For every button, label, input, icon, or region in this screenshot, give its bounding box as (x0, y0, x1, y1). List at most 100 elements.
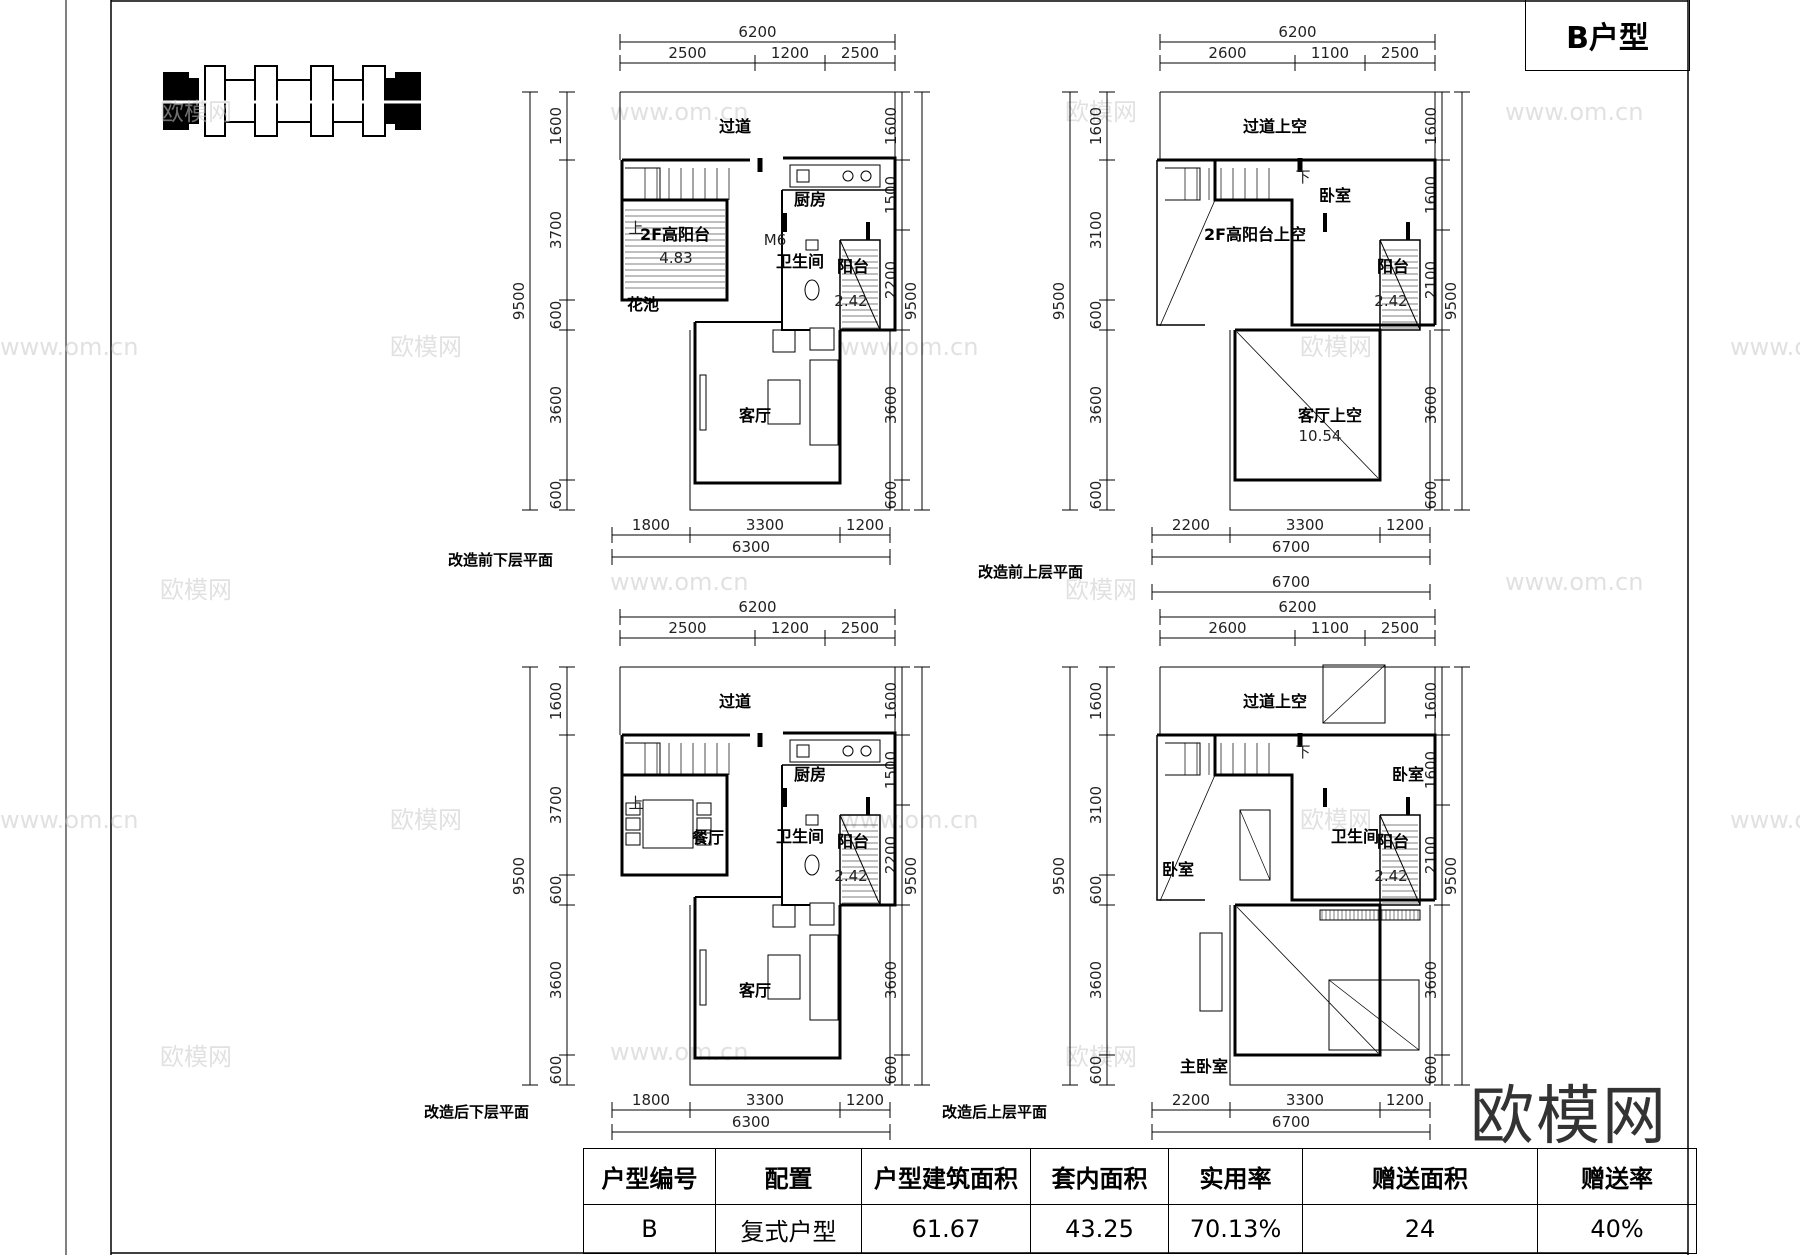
room-label-bathroom: 卫生间 (776, 252, 824, 271)
room-label-balcony: 阳台 (837, 832, 869, 851)
watermark-url: www.om.cn (0, 806, 138, 834)
room-label-master-bedroom: 主卧室 (1180, 1057, 1228, 1076)
left-dim-0: 1600 (1087, 107, 1105, 145)
top-seg-1: 1100 (1311, 44, 1349, 62)
walls (1156, 91, 1437, 511)
room-label-corridor: 过道 (719, 117, 751, 136)
top-seg-0: 2600 (1208, 44, 1246, 62)
left-dim-2: 600 (547, 301, 565, 330)
left-dim-4: 600 (547, 1056, 565, 1085)
bottom-seg-2: 1200 (846, 1091, 884, 1109)
watermark-text: 欧模网 (390, 333, 462, 361)
room-label-bedroom: 卧室 (1319, 186, 1351, 205)
void-diagonals (1159, 774, 1379, 1054)
header-interior-area: 套内面积 (1030, 1148, 1169, 1205)
watermark-url: www.om.cn (610, 568, 748, 596)
left-dim-3: 3600 (547, 961, 565, 999)
watermark-url: www.om.cn (840, 333, 978, 361)
top-seg-1: 1200 (771, 44, 809, 62)
table-header-row: 户型编号 配置 户型建筑面积 套内面积 实用率 赠送面积 赠送率 (583, 1148, 1697, 1205)
room-label-living-void-area: 10.54 (1299, 427, 1342, 445)
bottom-seg-0: 2200 (1172, 1091, 1210, 1109)
watermark-text: 欧模网 (1300, 806, 1372, 834)
top-seg-1: 1100 (1311, 619, 1349, 637)
stair (625, 742, 730, 776)
room-label-bathroom: 卫生间 (1331, 827, 1379, 846)
room-label-flower-bed: 花池 (627, 295, 659, 314)
room-label-corridor-void: 过道上空 (1243, 692, 1307, 711)
header-building-area: 户型建筑面积 (861, 1148, 1031, 1205)
left-dim-2: 600 (547, 876, 565, 905)
room-label-balcony: 阳台 (1377, 257, 1409, 276)
right-dim-1: 1500 (882, 751, 900, 789)
left-total-0: 9500 (510, 857, 528, 895)
kitchen-counter (789, 164, 881, 188)
toilet (804, 239, 820, 301)
right-dim-3: 3600 (882, 386, 900, 424)
top-total-0: 6200 (1278, 23, 1316, 41)
left-dim-2: 600 (1087, 301, 1105, 330)
watermark-text: 欧模网 (390, 806, 462, 834)
right-dim-0: 1600 (882, 682, 900, 720)
right-dim-4: 600 (1422, 1056, 1440, 1085)
table-row: B 复式户型 61.67 43.25 70.13% 24 40% (583, 1204, 1697, 1254)
balcony-hatch (1379, 239, 1421, 331)
watermark-text: 欧模网 (160, 1043, 232, 1071)
plan-caption: 改造前上层平面 (978, 563, 1083, 581)
top-seg-2: 2500 (1381, 619, 1419, 637)
watermark-url: www.om.cn (1730, 806, 1800, 834)
watermark-url: www.om.cn (1505, 568, 1643, 596)
doors (757, 158, 870, 240)
room-label-stair-down: 下 (1295, 743, 1310, 761)
stair (1165, 167, 1270, 201)
right-dim-3: 3600 (882, 961, 900, 999)
left-dim-3: 3600 (547, 386, 565, 424)
left-total-0: 9500 (1050, 282, 1068, 320)
room-label-kitchen: 厨房 (794, 765, 826, 784)
room-label-high-balcony: 2F高阳台 (640, 225, 710, 244)
plan-caption: 改造后上层平面 (942, 1103, 1047, 1121)
room-label-balcony-area: 2.42 (834, 292, 867, 310)
cell-bonus-rate: 40% (1537, 1204, 1697, 1254)
top-seg-1: 1200 (771, 619, 809, 637)
room-label-balcony: 阳台 (1377, 832, 1409, 851)
room-label-kitchen: 厨房 (794, 190, 826, 209)
cell-unit-code: B (583, 1204, 716, 1254)
left-dim-1: 3700 (547, 786, 565, 824)
room-label-stair-up: 上 (628, 219, 643, 237)
watermark-url: www.om.cn (1505, 98, 1643, 126)
right-dim-0: 1600 (1422, 107, 1440, 145)
sofa-set (699, 327, 839, 446)
right-total-0: 9500 (1442, 857, 1460, 895)
plan-caption: 改造后下层平面 (424, 1103, 529, 1121)
watermark-layer: 欧模网欧模网欧模网欧模网欧模网欧模网欧模网欧模网欧模网欧模网www.om.cnw… (0, 98, 1800, 1071)
room-label-corridor: 过道 (719, 692, 751, 711)
left-dim-4: 600 (1087, 481, 1105, 510)
right-dim-3: 3600 (1422, 386, 1440, 424)
left-dim-0: 1600 (1087, 682, 1105, 720)
bottom-seg-2: 1200 (1386, 516, 1424, 534)
cell-efficiency: 70.13% (1168, 1204, 1303, 1254)
watermark-text: 欧模网 (1065, 98, 1137, 126)
bottom-seg-1: 3300 (746, 1091, 784, 1109)
room-label-corridor-void: 过道上空 (1243, 117, 1307, 136)
walls (1156, 666, 1437, 1086)
sofa-set (699, 902, 839, 1021)
right-dim-1: 1600 (1422, 176, 1440, 214)
room-label-balcony-area: 2.42 (834, 867, 867, 885)
bottom-seg-0: 2200 (1172, 516, 1210, 534)
room-label-stair-down: 下 (1295, 168, 1310, 186)
left-dim-1: 3700 (547, 211, 565, 249)
stair (1165, 742, 1270, 776)
extra-total-0: 6700 (1272, 573, 1310, 591)
room-label-living-room: 客厅 (739, 406, 771, 425)
void-diagonals (1159, 199, 1379, 479)
unit-type-title: B户型 (1525, 0, 1690, 71)
bottom-seg-2: 1200 (846, 516, 884, 534)
right-dim-2: 2200 (882, 836, 900, 874)
